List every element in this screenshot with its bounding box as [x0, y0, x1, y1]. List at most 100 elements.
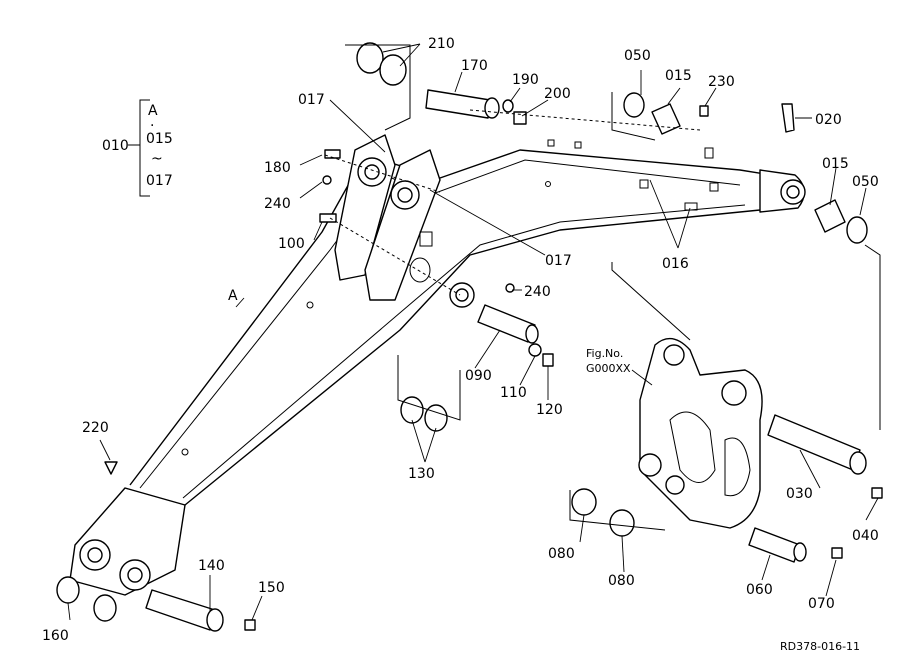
shim-210b	[379, 54, 407, 86]
assembly-main-label: 010	[102, 138, 129, 154]
bushing-015b	[814, 199, 846, 233]
pin-030	[767, 414, 861, 471]
assembly-item-015: 015	[146, 131, 173, 147]
shim-080a	[571, 488, 597, 516]
washer-110	[528, 343, 542, 357]
shim-160a	[56, 576, 80, 604]
bolt-240a	[322, 175, 332, 185]
pad-3	[639, 179, 649, 189]
bolt-150	[244, 619, 256, 631]
callout-080b: 080	[608, 573, 635, 589]
fig-ref-label: Fig.No.	[586, 347, 623, 360]
callout-230: 230	[708, 74, 735, 90]
swing-inner-web	[669, 411, 716, 483]
front-bore-left-inner	[87, 547, 103, 563]
callout-240b: 240	[524, 284, 551, 300]
callout-150: 150	[258, 580, 285, 596]
washer-050a	[623, 92, 645, 118]
fitting-020	[781, 103, 795, 133]
pin-140	[145, 589, 216, 631]
callout-190: 190	[512, 72, 539, 88]
part-220	[104, 461, 118, 475]
bracket-bore-right-inner	[397, 187, 413, 203]
mid-plate	[409, 257, 431, 283]
swing-bore-low	[665, 475, 685, 495]
assembly-item-a: A	[148, 103, 158, 119]
callout-120: 120	[536, 402, 563, 418]
nut-200	[513, 111, 527, 125]
figure-reference: Fig.No. G000XX	[586, 347, 653, 386]
assembly-group-010: 010 A 015 ~ 017 ·	[102, 99, 173, 197]
callout-100: 100	[278, 236, 305, 252]
swing-bore-right	[721, 380, 747, 406]
washer-190	[502, 99, 514, 113]
callout-020: 020	[815, 112, 842, 128]
leaders	[67, 43, 881, 621]
callout-240a: 240	[264, 196, 291, 212]
hole-3	[181, 448, 189, 456]
callout-040: 040	[852, 528, 879, 544]
bushing-block	[419, 231, 433, 247]
bolt-070	[831, 547, 843, 559]
shim-130b	[424, 404, 448, 432]
boom-face-line	[182, 204, 746, 499]
callout-090: 090	[465, 368, 492, 384]
bolt-100	[319, 213, 337, 223]
pad-2	[574, 141, 582, 149]
front-bore-right-inner	[127, 567, 143, 583]
swing-bore-top	[663, 344, 685, 366]
bolt-040	[871, 487, 883, 499]
callout-110: 110	[500, 385, 527, 401]
drawing-code: RD378-016-11	[780, 640, 860, 653]
callout-170: 170	[461, 58, 488, 74]
callout-050b: 050	[852, 174, 879, 190]
boom-foot-bore-inner	[786, 185, 800, 199]
mid-boss-inner	[455, 288, 469, 302]
callout-030: 030	[786, 486, 813, 502]
bushing-015a	[651, 103, 681, 135]
washer-050b	[846, 216, 868, 244]
callout-070: 070	[808, 596, 835, 612]
pin-140-head	[206, 608, 224, 632]
shim-080b	[609, 509, 635, 537]
swing-bracket	[638, 337, 763, 529]
callout-060: 060	[746, 582, 773, 598]
hole-2	[306, 301, 314, 309]
pad-6	[704, 147, 714, 159]
shim-160b	[93, 594, 117, 622]
callout-200: 200	[544, 86, 571, 102]
callout-180: 180	[264, 160, 291, 176]
fig-ref-number: G000XX	[586, 362, 631, 375]
shim-130a	[400, 396, 424, 424]
swing-bracket-body	[639, 337, 763, 529]
pad-5	[684, 202, 698, 211]
pin-090-end	[525, 324, 539, 344]
hole-1	[545, 181, 551, 187]
callout-130: 130	[408, 466, 435, 482]
pin-060	[748, 527, 801, 563]
bolt-120	[542, 353, 554, 367]
pin-060-head	[793, 542, 807, 562]
pad-4	[709, 182, 719, 192]
assembly-item-017: 017	[146, 173, 173, 189]
callout-015a: 015	[665, 68, 692, 84]
callout-160: 160	[42, 628, 69, 644]
pin-090	[477, 304, 536, 343]
callout-220: 220	[82, 420, 109, 436]
swing-bore-left	[638, 453, 662, 477]
callout-050a: 050	[624, 48, 651, 64]
pin-170-head	[484, 97, 500, 119]
pad-1	[547, 139, 555, 147]
callout-210: 210	[428, 36, 455, 52]
bolt-240b	[505, 283, 515, 293]
callout-016: 016	[662, 256, 689, 272]
shim-210a	[356, 42, 384, 74]
callout-140: 140	[198, 558, 225, 574]
callout-080a: 080	[548, 546, 575, 562]
bolt-180	[324, 149, 341, 159]
pin-030-head	[849, 451, 867, 475]
pins	[56, 42, 883, 632]
swing-inner-web-2	[724, 437, 751, 497]
callout-017a: 017	[298, 92, 325, 108]
